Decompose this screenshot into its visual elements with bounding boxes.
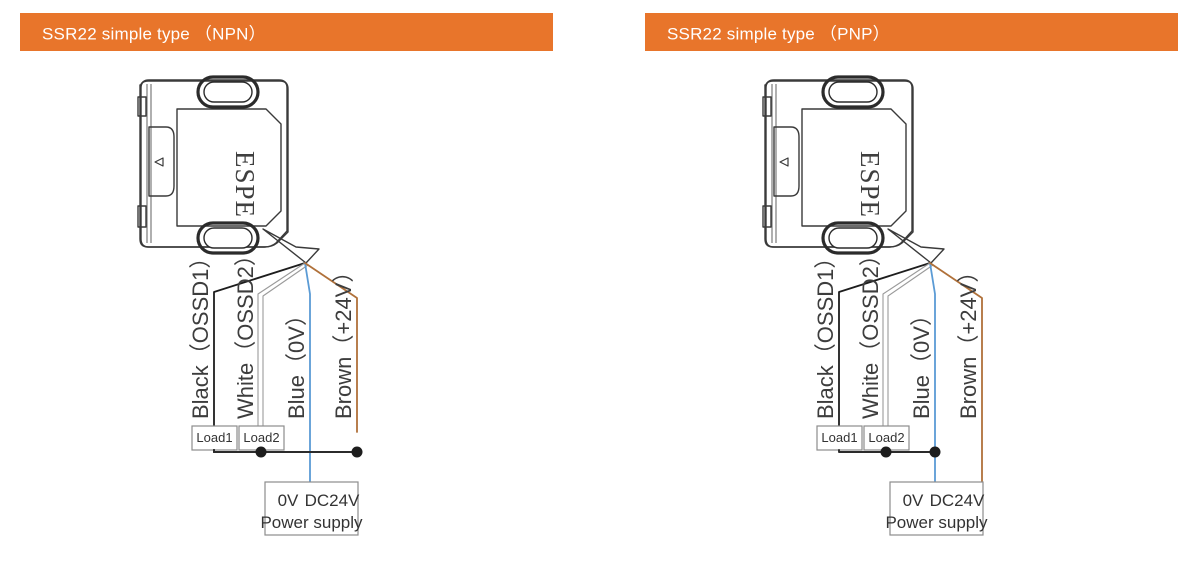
terminal-dc24v-label: DC24V xyxy=(930,491,985,510)
wire-label-white: White（OSSD2） xyxy=(233,244,258,419)
common-rail-npn xyxy=(213,446,363,458)
wire-label-brown: Brown（+24V） xyxy=(331,261,356,419)
panel-title-pnp: SSR22 simple type （PNP） xyxy=(667,24,890,44)
mounting-hole-bottom xyxy=(196,221,260,255)
power-supply-box xyxy=(889,481,984,536)
load-boxes-npn: Load1 Load2 xyxy=(191,425,285,451)
wire-black xyxy=(213,262,306,427)
load1-label: Load1 xyxy=(196,430,232,445)
panel-header-pnp: SSR22 simple type （PNP） xyxy=(645,13,1178,51)
wire-brown xyxy=(304,262,358,433)
junction-dot-rail xyxy=(351,446,363,458)
mounting-hole-top xyxy=(821,75,885,109)
wire-white xyxy=(257,262,309,427)
wire-blue xyxy=(929,262,936,483)
power-supply-pnp: 0V DC24V Power supply xyxy=(885,481,988,536)
mounting-hole-top xyxy=(196,75,260,109)
terminal-0v-label: 0V xyxy=(278,491,299,510)
diagram-npn: ESPE xyxy=(20,51,580,565)
diagram-pnp: ESPE Black（OSSD1） White（OSSD xyxy=(645,51,1200,565)
wire-black xyxy=(838,262,931,427)
power-supply-caption: Power supply xyxy=(885,513,988,532)
wire-brown xyxy=(929,262,983,483)
wire-labels-npn: Black（OSSD1） White（OSSD2） Blue（0V） Brown… xyxy=(188,244,356,419)
panel-pnp: SSR22 simple type （PNP） xyxy=(645,0,1200,565)
device-brand-label: ESPE xyxy=(855,151,885,218)
common-rail-pnp xyxy=(838,446,941,458)
power-supply-caption: Power supply xyxy=(260,513,363,532)
load2-box xyxy=(238,425,285,451)
load1-label: Load1 xyxy=(821,430,857,445)
sensor-device-npn: ESPE xyxy=(137,75,320,264)
junction-dot-load2 xyxy=(880,446,892,458)
sensor-device-pnp: ESPE xyxy=(762,75,945,264)
load2-box xyxy=(863,425,910,451)
power-supply-npn: 0V DC24V Power supply xyxy=(260,481,363,536)
panel-header-npn: SSR22 simple type （NPN） xyxy=(20,13,553,51)
terminal-0v-label: 0V xyxy=(903,491,924,510)
wire-labels-pnp: Black（OSSD1） White（OSSD2） Blue（0V） Brown… xyxy=(813,244,981,419)
load1-box xyxy=(816,425,863,451)
junction-dot-load2 xyxy=(255,446,267,458)
load2-label: Load2 xyxy=(868,430,904,445)
wire-bundle-npn xyxy=(213,262,358,483)
wire-label-brown: Brown（+24V） xyxy=(956,261,981,419)
wire-bundle-pnp xyxy=(838,262,983,483)
load2-label: Load2 xyxy=(243,430,279,445)
wire-label-white: White（OSSD2） xyxy=(858,244,883,419)
panel-title-npn: SSR22 simple type （NPN） xyxy=(42,24,266,44)
mounting-hole-bottom xyxy=(821,221,885,255)
load1-box xyxy=(191,425,238,451)
wire-label-blue: Blue（0V） xyxy=(909,304,934,419)
terminal-dc24v-label: DC24V xyxy=(305,491,360,510)
power-supply-box xyxy=(264,481,359,536)
wire-blue xyxy=(304,262,311,483)
wire-label-blue: Blue（0V） xyxy=(284,304,309,419)
panel-npn: SSR22 simple type （NPN） xyxy=(20,0,580,565)
junction-dot-rail xyxy=(929,446,941,458)
wire-white xyxy=(882,262,934,427)
load-boxes-pnp: Load1 Load2 xyxy=(816,425,910,451)
wire-label-black: Black（OSSD1） xyxy=(188,247,213,419)
wire-label-black: Black（OSSD1） xyxy=(813,247,838,419)
device-brand-label: ESPE xyxy=(230,151,260,218)
